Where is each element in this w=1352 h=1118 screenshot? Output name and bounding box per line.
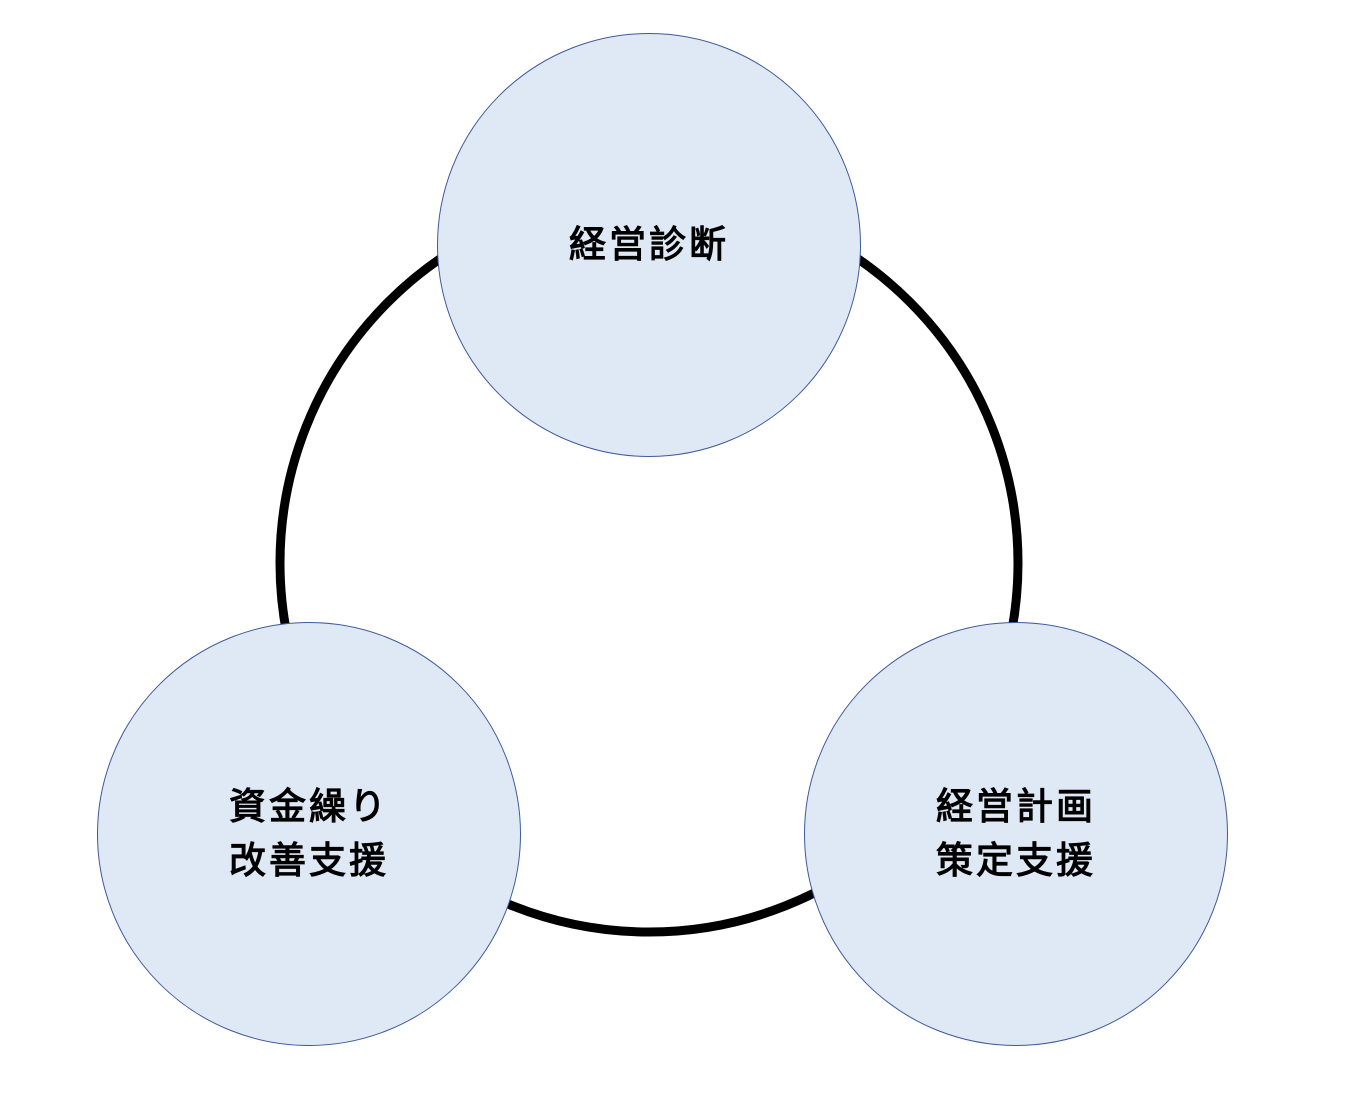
node-label-line: 改善支援 xyxy=(229,839,389,882)
node-label-line: 資金繰り xyxy=(229,785,389,828)
node-management-diagnosis: 経営診断 xyxy=(437,33,861,457)
node-cashflow-support: 資金繰り 改善支援 xyxy=(97,622,521,1046)
node-label-line: 経営計画 xyxy=(936,785,1096,828)
node-business-plan-support: 経営計画 策定支援 xyxy=(804,622,1228,1046)
node-label-line: 経営診断 xyxy=(569,223,729,266)
node-label-line: 策定支援 xyxy=(936,839,1096,882)
